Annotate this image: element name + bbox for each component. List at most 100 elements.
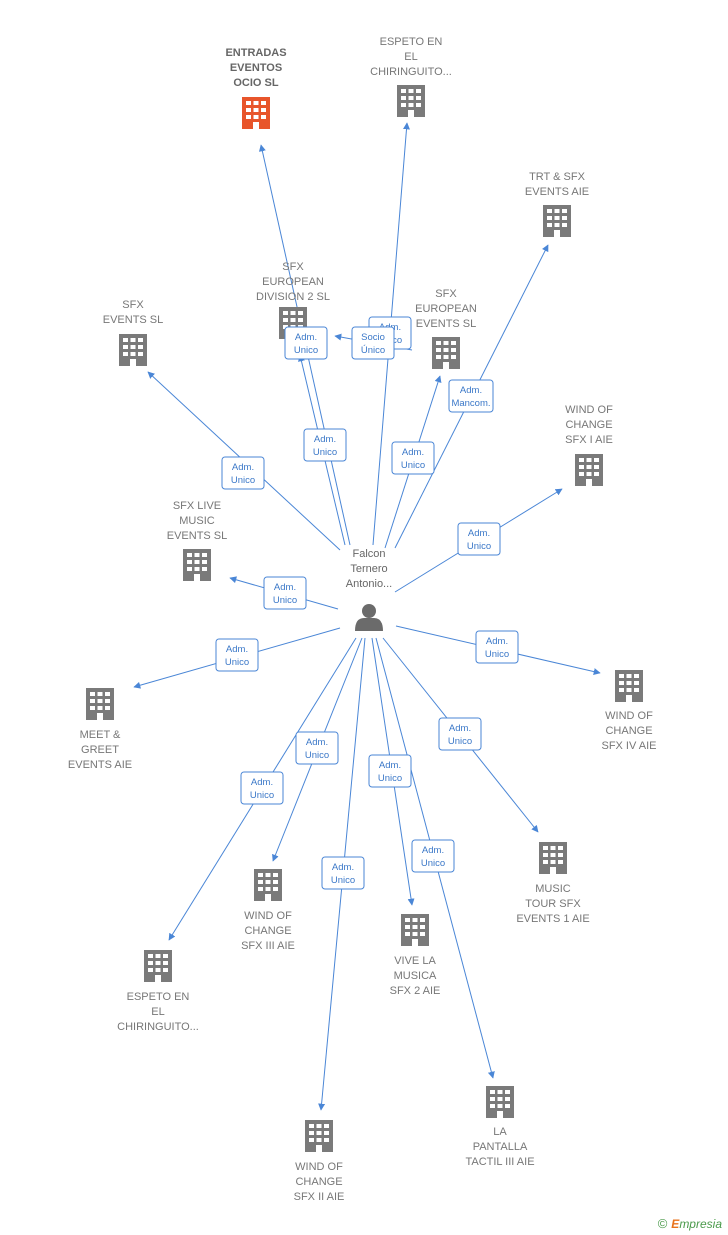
badge-text: Adm. xyxy=(251,777,273,788)
company-label-line: WIND OF xyxy=(244,910,292,922)
building-icon xyxy=(305,1120,333,1152)
company-label-line: SFX LIVE xyxy=(173,500,221,512)
role-badge-euro[interactable]: Adm. Unico xyxy=(391,441,435,475)
building-icon xyxy=(615,670,643,702)
company-label-line: CHIRINGUITO... xyxy=(370,66,452,78)
role-badge-trt[interactable]: Adm. Mancom. xyxy=(448,379,494,413)
building-icon xyxy=(401,914,429,946)
badge-text: Adm. xyxy=(486,636,508,647)
company-label-line: ENTRADAS xyxy=(225,47,286,59)
badge-text: Unico xyxy=(448,736,472,747)
brand-watermark: ©Empresia xyxy=(658,1216,722,1231)
company-label-line: EL xyxy=(151,1006,164,1018)
building-icon xyxy=(486,1086,514,1118)
company-label-line: EVENTS SL xyxy=(103,314,164,326)
badge-text: Unico xyxy=(401,460,425,471)
person-node[interactable]: FalconTerneroAntonio... xyxy=(346,548,392,631)
building-icon xyxy=(144,950,172,982)
badge-text: Adm. xyxy=(422,845,444,856)
company-label-line: EVENTS SL xyxy=(167,530,228,542)
building-icon xyxy=(543,205,571,237)
company-node-espeto-top[interactable]: ESPETO ENELCHIRINGUITO... xyxy=(370,36,452,117)
role-badge-div2[interactable]: Adm. Unico xyxy=(284,326,328,360)
role-badge-wind3[interactable]: Adm.Unico xyxy=(295,731,339,765)
badge-text: Adm. xyxy=(379,760,401,771)
badge-text: Adm. xyxy=(402,447,424,458)
company-label-line: SFX II AIE xyxy=(294,1191,345,1203)
company-label-line: OCIO SL xyxy=(233,77,279,89)
badge-text: Unico xyxy=(378,773,402,784)
company-label-line: MUSIC xyxy=(535,883,571,895)
company-label-line: CHANGE xyxy=(244,925,291,937)
company-node-wind2[interactable]: WIND OF CHANGE SFX II AIE xyxy=(294,1120,345,1203)
company-label-line: CHANGE xyxy=(295,1176,342,1188)
role-badge-wind1[interactable]: Adm.Unico xyxy=(457,522,501,556)
building-icon xyxy=(432,337,460,369)
company-label-line: LA xyxy=(493,1126,507,1138)
company-label-line: MUSIC xyxy=(179,515,215,527)
role-badge-pantalla[interactable]: Adm. Unico xyxy=(411,839,455,873)
badge-text: Unico xyxy=(485,649,509,660)
company-label-line: ESPETO EN xyxy=(127,991,190,1003)
badge-text: Adm. xyxy=(274,582,296,593)
badge-text: Unico xyxy=(225,657,249,668)
company-label-line: TACTIL III AIE xyxy=(465,1156,534,1168)
badge-text: Adm. xyxy=(449,723,471,734)
building-icon xyxy=(539,842,567,874)
person-label-line: Falcon xyxy=(352,548,385,560)
role-badge-entradas[interactable]: Adm.Unico xyxy=(303,428,347,462)
company-label-line: CHIRINGUITO... xyxy=(117,1021,199,1033)
company-label-line: EUROPEAN xyxy=(262,276,324,288)
company-label-line: CHANGE xyxy=(605,725,652,737)
badge-text: Mancom. xyxy=(451,398,490,409)
company-label-line: WIND OF xyxy=(295,1161,343,1173)
badge-text: Unico xyxy=(250,790,274,801)
role-badge-music-tour[interactable]: Adm. Unico xyxy=(438,717,482,751)
badge-text: Adm. xyxy=(306,737,328,748)
badge-text: Único xyxy=(361,345,385,356)
company-label-line: EVENTS SL xyxy=(416,318,477,330)
company-label-line: WIND OF xyxy=(605,710,653,722)
role-badge-wind4[interactable]: Adm. Unico xyxy=(475,630,519,664)
role-badge-wind2[interactable]: Adm.Unico xyxy=(321,856,365,890)
role-badge-vive[interactable]: Adm. Unico xyxy=(368,754,412,788)
badge-text: Unico xyxy=(421,858,445,869)
role-badge-espeto-bottom[interactable]: Adm. Unico xyxy=(240,771,284,805)
company-node-sfx-live[interactable]: SFX LIVE MUSIC EVENTS SL xyxy=(167,500,228,581)
building-icon xyxy=(397,85,425,117)
role-badge-meet[interactable]: Adm. Unico xyxy=(215,638,259,672)
badge-text: Adm. xyxy=(460,385,482,396)
company-label-line: TRT & SFX xyxy=(529,171,585,183)
badge-text: Unico xyxy=(467,541,491,552)
person-label-line: Ternero xyxy=(350,563,387,575)
company-label-line: CHANGE xyxy=(565,419,612,431)
badge-text: Adm. xyxy=(332,862,354,873)
badge-text: Adm. xyxy=(295,332,317,343)
copyright-icon: © xyxy=(657,1216,668,1231)
badge-text: Unico xyxy=(231,475,255,486)
company-node-espeto-bottom[interactable]: ESPETO EN EL CHIRINGUITO... xyxy=(117,950,199,1033)
badge-text: Adm. xyxy=(314,434,336,445)
role-badge-live[interactable]: Adm.Unico xyxy=(263,576,307,610)
company-node-trt[interactable]: TRT & SFX EVENTS AIE xyxy=(525,171,589,237)
person-icon xyxy=(355,604,383,631)
badge-text: Socio xyxy=(361,332,385,343)
badge-text: Unico xyxy=(294,345,318,356)
company-label-line: EVENTS AIE xyxy=(525,186,589,198)
company-label-line: DIVISION 2 SL xyxy=(256,291,330,303)
role-badge-sfx-events[interactable]: Adm.Unico xyxy=(221,456,265,490)
badge-text: Adm. xyxy=(226,644,248,655)
